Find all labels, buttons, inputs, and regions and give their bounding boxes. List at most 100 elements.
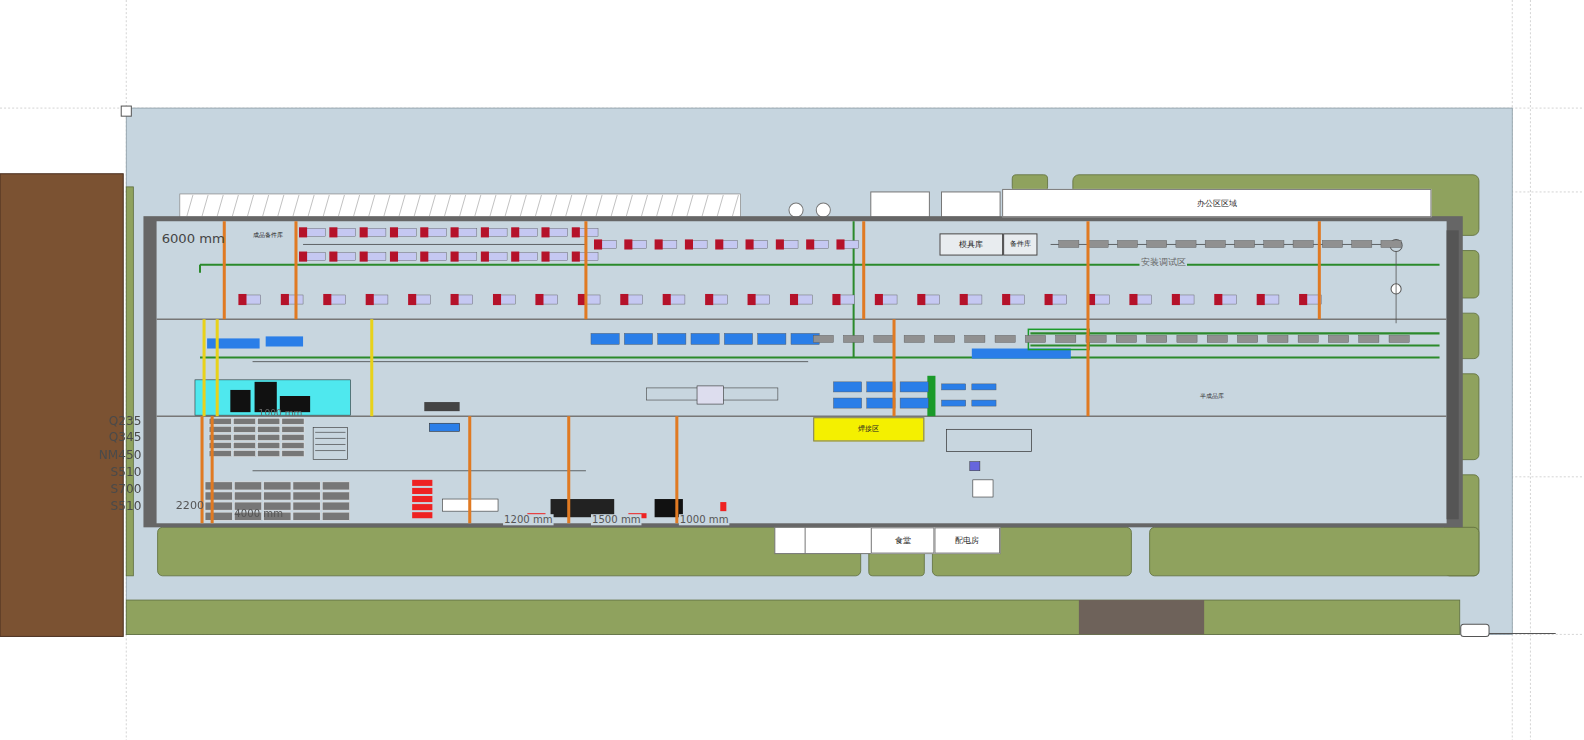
area-name: 办公区区域 [1197,197,1237,208]
material-rack [205,482,232,490]
machine [1147,335,1167,342]
storage-rack [233,451,255,457]
storage-rack [233,434,255,440]
awning-rib [475,195,481,216]
plan-label: S510 [111,499,142,513]
machine [658,333,686,344]
awning-rib [323,195,329,216]
machine [965,335,985,342]
storage-rack [258,434,280,440]
machine-head [1299,294,1307,305]
awning-rib [444,195,450,216]
machine-head [1257,294,1265,305]
machine-head [572,252,580,262]
machine-head [790,294,798,305]
plan-label: 安装调试区 [1140,256,1187,269]
awning-rib [535,195,541,216]
machine [1088,240,1108,247]
storage-rack [233,442,255,448]
awning-rib [338,195,344,216]
awning-rib [308,195,314,216]
awning-rib [581,195,587,216]
machine-head [493,294,501,305]
machine-head [390,252,398,262]
machine [1025,335,1045,342]
building-block: 办公区区域 [1002,189,1431,217]
machine-head [1129,294,1137,305]
machine-head [281,294,289,305]
building-block: 食堂 [871,527,935,553]
machine-head [329,252,337,262]
machine [900,398,928,408]
machine [1059,240,1079,247]
machine [942,400,966,406]
storage-rack [233,426,255,432]
machine-head [836,239,844,249]
plan-label: 4000 mm [234,508,283,519]
plan-label: Q235 [109,414,142,428]
material-rack [293,492,320,500]
plan-label: 1200 mm [503,514,554,525]
plan-label: S700 [111,482,142,496]
machine [1056,335,1076,342]
machine [1381,240,1401,247]
plan-label: 6000 mm [162,231,225,246]
building-block: 焊接区 [813,417,924,441]
machine [1205,240,1225,247]
machine [1359,335,1379,342]
material-rack [293,512,320,520]
material-rack [205,502,232,510]
machine [1237,335,1257,342]
machine [691,333,719,344]
machine [904,335,924,342]
machine [972,400,996,406]
machine-head [917,294,925,305]
machine [934,335,954,342]
plan-label: 1500 mm [591,514,642,525]
machine [1147,240,1167,247]
machine [1293,240,1313,247]
machine-head [832,294,840,305]
machine-head [960,294,968,305]
material-rack [322,512,349,520]
material-rack [322,482,349,490]
machine-head [420,252,428,262]
material-rack [264,492,291,500]
awning-rib [717,195,723,216]
machine-head [390,227,398,237]
machine [1207,335,1227,342]
machine-head [511,227,519,237]
awning-rib [460,195,466,216]
machine [591,333,619,344]
awning-rib [657,195,663,216]
awning-rib [278,195,284,216]
awning-rib [263,195,269,216]
machine-head [329,227,337,237]
material-rack [234,492,261,500]
machine [758,333,786,344]
storage-rack [282,442,304,448]
machine-head [572,227,580,237]
machine-head [481,227,489,237]
machine-head [481,252,489,262]
awning-rib [596,195,602,216]
machine [1298,335,1318,342]
plan-label: Q345 [109,430,142,444]
storage-rack [282,418,304,424]
awning-rib [626,195,632,216]
area-name: 焊接区 [858,424,879,434]
building-block: 模具库 [939,233,1003,255]
machine-head [594,239,602,249]
machine [900,382,928,392]
awning-rib [293,195,299,216]
machine-head [451,227,459,237]
awning-rib [429,195,435,216]
awning-rib [187,195,193,216]
machine-head [451,252,459,262]
machine-head [1214,294,1222,305]
material-rack [205,492,232,500]
machine [1328,335,1348,342]
machine [844,335,864,342]
awning-rib [202,195,208,216]
